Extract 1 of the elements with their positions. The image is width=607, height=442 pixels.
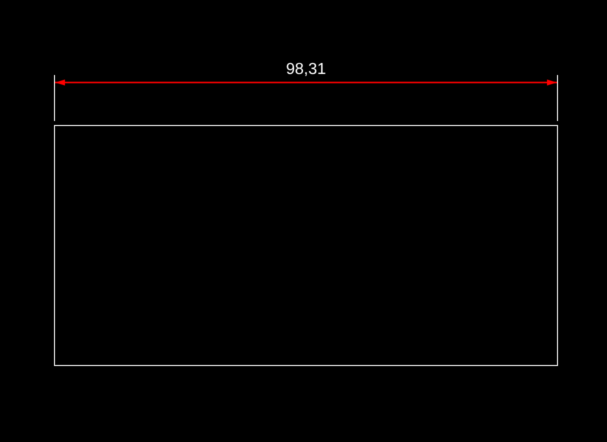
dimension-text: 98,31 [286,60,326,80]
